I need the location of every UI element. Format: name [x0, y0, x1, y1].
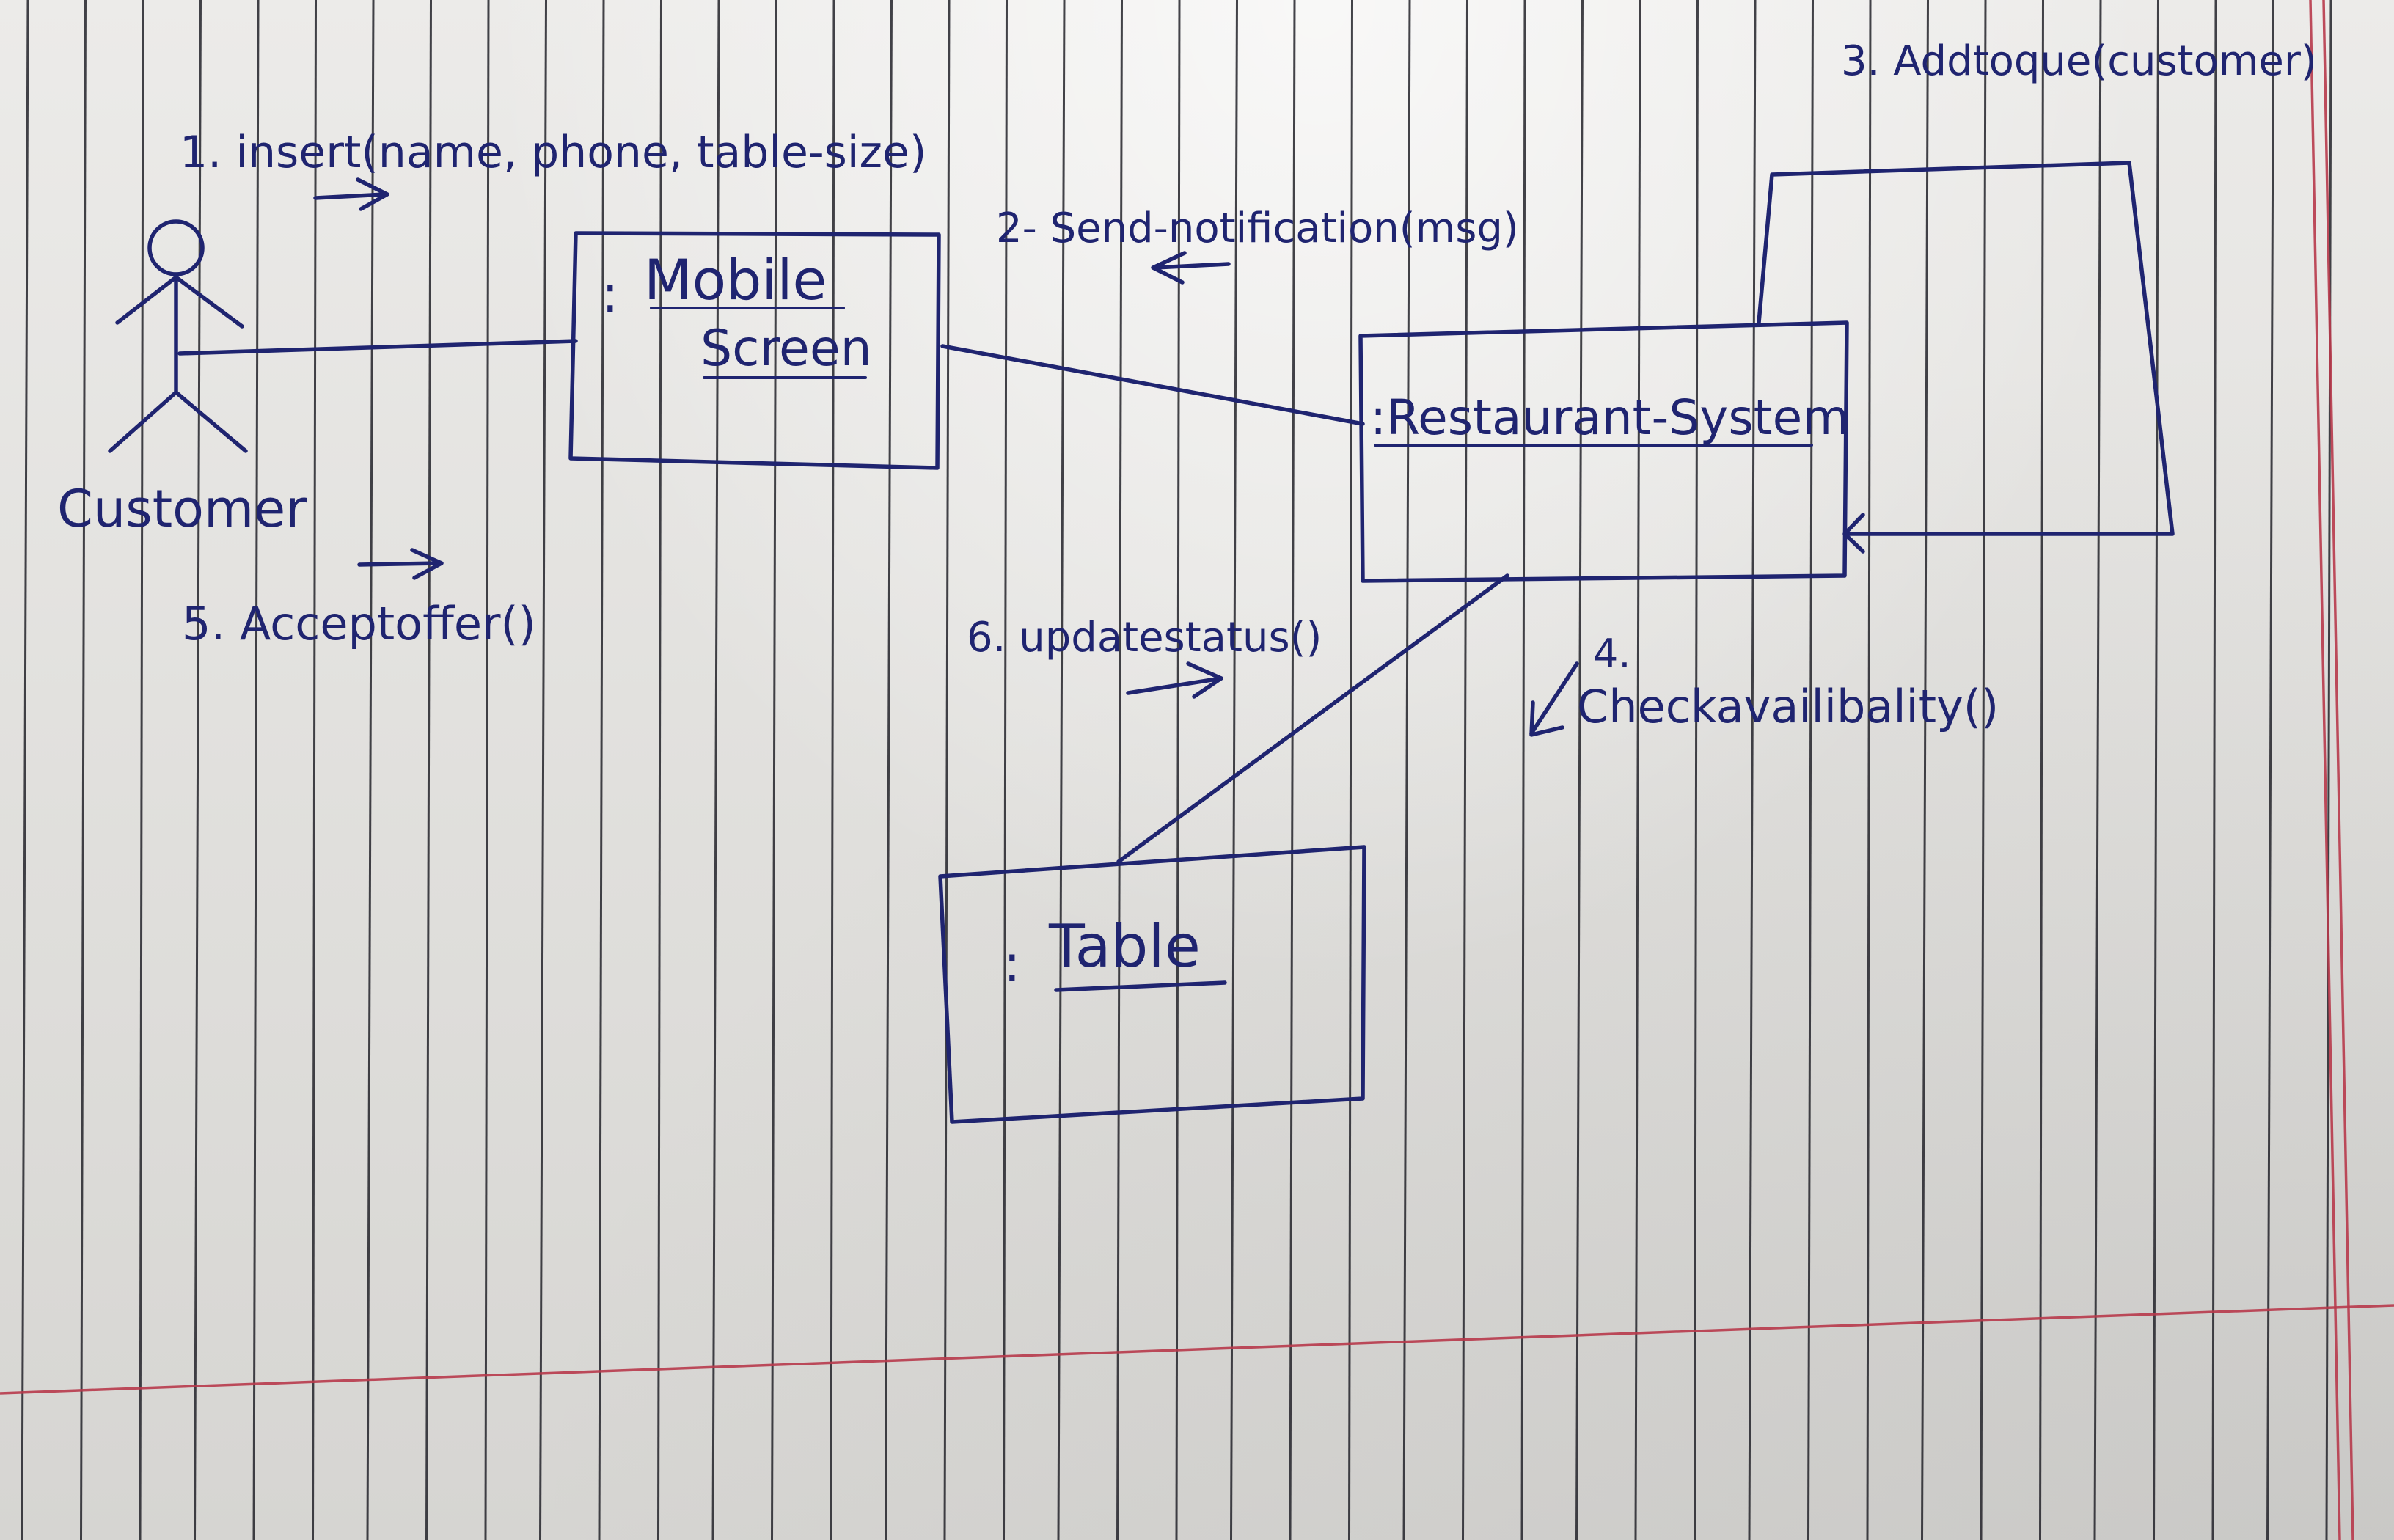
message-5-label: 5. Acceptoffer() — [182, 597, 536, 650]
message-1-arrowhead — [356, 177, 389, 211]
mobile-screen-name-line2: Screen — [700, 320, 872, 378]
link-restaurant-table — [1116, 573, 1509, 864]
actor-legs — [108, 390, 248, 453]
message-5-arrowhead — [410, 548, 444, 580]
margin-rule-vertical — [2309, 0, 2341, 1540]
table-object: : Table — [938, 845, 1366, 1124]
table-prefix: : — [1003, 934, 1021, 994]
self-loop-arrowhead — [1842, 513, 1865, 554]
message-6-arrowhead — [1186, 661, 1223, 699]
rule-line — [312, 0, 317, 1540]
message-5: 5. Acceptoffer() — [182, 548, 536, 650]
rule-line — [1402, 0, 1411, 1540]
actor-head — [147, 219, 205, 276]
rule-line — [1348, 0, 1353, 1540]
message-6-label: 6. updatestatus() — [967, 614, 1322, 661]
message-2-arrow-shaft — [1153, 262, 1231, 270]
rule-line — [2266, 0, 2274, 1540]
rule-line — [943, 0, 951, 1540]
message-5-arrow-shaft — [357, 561, 442, 567]
message-4-arrow-shaft — [1529, 661, 1579, 736]
table-name: Table — [1048, 912, 1201, 980]
rule-line — [21, 0, 29, 1540]
rule-line — [598, 0, 605, 1540]
message-1-arrow-shaft — [313, 192, 387, 200]
rule-line — [1634, 0, 1641, 1540]
table-underline — [1054, 980, 1227, 992]
message-1-label: 1. insert(name, phone, table-size) — [180, 127, 926, 178]
mobile-screen-name-line1: Mobile — [644, 247, 827, 312]
rule-line — [252, 0, 260, 1540]
message-6: 6. updatestatus() — [967, 614, 1322, 699]
actor-name: Customer — [57, 479, 307, 539]
rule-line — [1575, 0, 1584, 1540]
restaurant-system-object: :Restaurant-System — [1358, 320, 1850, 583]
rule-line — [366, 0, 375, 1540]
rule-line — [484, 0, 490, 1540]
message-3: 3. Addtoque(customer) — [1841, 37, 2317, 85]
rule-line — [1694, 0, 1699, 1540]
rule-line — [425, 0, 432, 1540]
rule-line — [80, 0, 87, 1540]
rule-line — [2093, 0, 2102, 1540]
rule-line — [1230, 0, 1238, 1540]
rule-line — [539, 0, 547, 1540]
rule-line — [1003, 0, 1008, 1540]
rule-line — [830, 0, 835, 1540]
rule-line — [2039, 0, 2044, 1540]
rule-line — [771, 0, 777, 1540]
rule-line — [139, 0, 144, 1540]
rule-line — [2211, 0, 2217, 1540]
link-mobile-restaurant — [940, 344, 1365, 426]
message-2: 2- Send-notification(msg) — [996, 205, 1519, 285]
self-message-loop — [1757, 161, 2175, 554]
margin-rule-horizontal — [0, 1304, 2394, 1395]
message-4-label: Checkavailibality() — [1577, 680, 1999, 733]
customer-actor: Customer — [57, 219, 307, 539]
rule-line — [711, 0, 720, 1540]
rule-line — [1057, 0, 1066, 1540]
message-3-label: 3. Addtoque(customer) — [1841, 37, 2317, 85]
rule-line — [1748, 0, 1757, 1540]
message-4-arrowhead — [1529, 700, 1564, 737]
rule-line — [2325, 0, 2332, 1540]
rule-line — [1289, 0, 1296, 1540]
actor-arms — [115, 275, 244, 329]
rule-line — [1807, 0, 1814, 1540]
rule-line — [1921, 0, 1929, 1540]
message-4-number: 4. — [1593, 631, 1631, 677]
message-1: 1. insert(name, phone, table-size) — [180, 127, 926, 211]
table-box — [938, 845, 1366, 1124]
rule-line — [2153, 0, 2159, 1540]
mobile-screen-object: : Mobile Screen — [568, 231, 941, 470]
rule-line — [1116, 0, 1123, 1540]
self-loop-path — [1757, 161, 2175, 536]
rule-line — [657, 0, 662, 1540]
rule-line — [1520, 0, 1526, 1540]
mobile-screen-box — [568, 231, 941, 470]
message-2-label: 2- Send-notification(msg) — [996, 205, 1519, 252]
message-4: 4. Checkavailibality() — [1529, 631, 1999, 737]
rule-line — [1980, 0, 1987, 1540]
link-customer-mobile — [177, 339, 578, 356]
rule-line — [1866, 0, 1872, 1540]
restaurant-system-name: :Restaurant-System — [1370, 389, 1850, 446]
message-2-arrowhead — [1151, 251, 1187, 285]
rule-line — [885, 0, 893, 1540]
restaurant-system-box — [1358, 320, 1849, 583]
message-6-arrow-shaft — [1126, 676, 1223, 695]
mobile-screen-prefix: : — [601, 264, 619, 324]
margin-rule-vertical — [2322, 0, 2354, 1540]
rule-line — [1462, 0, 1468, 1540]
